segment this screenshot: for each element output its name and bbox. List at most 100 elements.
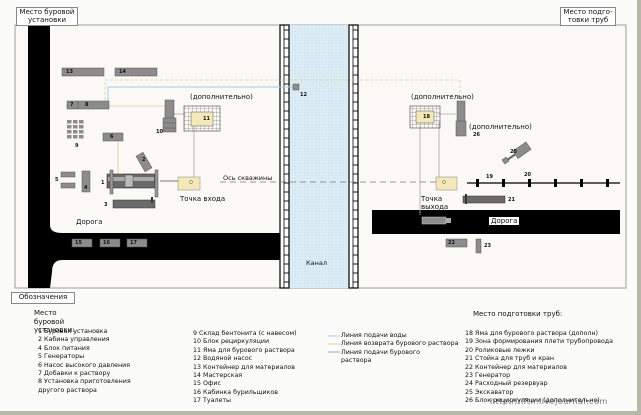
legend-line-label: Линия подачи бурового раствора <box>341 348 421 365</box>
legend-item: 16 Кабинка бурильщиков <box>193 388 278 396</box>
equip-26 <box>455 100 467 137</box>
road-left-vertical <box>28 25 280 288</box>
equip-13 <box>61 67 105 77</box>
optional-right-top-label: (дополнительно) <box>411 93 474 101</box>
equip-17 <box>126 238 148 248</box>
equip-3 <box>112 197 156 209</box>
legend-item: 18 Яма для бурового раствора (дополн) <box>465 330 598 337</box>
watermark: http://nftn.livejournal.com <box>490 397 608 406</box>
exit-point-label: Точка выхода <box>421 195 449 212</box>
exit-point-pit <box>435 176 458 191</box>
num-13: 13 <box>66 69 73 75</box>
equip-24-tank <box>421 216 451 225</box>
legend-item: 10 Блок рециркуляции <box>193 338 270 346</box>
num-21: 21 <box>508 197 515 203</box>
optional-right-side-label: (дополнительно) <box>469 123 532 131</box>
equip-15 <box>71 238 93 248</box>
drill-site-tab: Место буровой установки <box>16 7 78 27</box>
equip-22 <box>445 238 468 248</box>
num-11: 11 <box>203 116 210 122</box>
num-16: 16 <box>103 240 110 246</box>
bentonite-bag <box>67 120 72 124</box>
equip-21 <box>462 194 506 204</box>
num-12: 12 <box>300 92 307 98</box>
legend-tab: Обозначения <box>11 292 75 304</box>
pipe-site-tab: Место подго-товки труб <box>560 7 616 27</box>
equip-23 <box>475 238 482 254</box>
legend-item: 14 Мастерская <box>193 372 243 380</box>
legend-item: 8 Установка приготовления <box>38 378 131 386</box>
canal <box>289 25 349 288</box>
num-6: 6 <box>110 134 114 140</box>
bentonite-bag <box>73 120 78 124</box>
legend-item: 13 Контейнер для материалов <box>193 363 295 371</box>
bentonite-bag <box>67 125 72 129</box>
legend-drill-site-title: Место буровой установки: <box>34 309 75 334</box>
return-line <box>104 79 461 100</box>
legend-item: 21 Стойка для труб и кран <box>465 355 555 363</box>
num-7: 7 <box>70 102 74 108</box>
equip-5a <box>60 171 76 178</box>
equip-11-pit <box>183 105 221 132</box>
legend-item: 9 Склад бентонита (с навесом) <box>193 330 297 337</box>
legend-item: 23 Генератор <box>465 372 511 380</box>
num-17: 17 <box>130 240 137 246</box>
water-line <box>107 86 296 106</box>
legend-drill-items-col2: 9 Склад бентонита (с навесом)10 Блок рец… <box>193 330 297 406</box>
legend-item: 20 Роликовые лежки <box>465 346 535 354</box>
equip-20-rollers <box>467 179 620 187</box>
legend-item: 2 Кабина управления <box>38 336 110 344</box>
legend-line-label: Линия возврата бурового раствора <box>341 340 459 348</box>
equip-12-pump <box>292 83 300 91</box>
num-23: 23 <box>484 243 491 249</box>
num-5: 5 <box>55 177 59 183</box>
num-15: 15 <box>75 240 82 246</box>
equip-18-pit <box>409 105 441 129</box>
equip-1-drill-rig <box>106 169 159 198</box>
equip-5b <box>60 182 76 189</box>
legend-item: 11 Яма для бурового раствора <box>193 346 295 354</box>
roller-support <box>528 179 531 187</box>
legend-item: 24 Расходный резервуар <box>465 380 548 388</box>
legend-item: 5 Генераторы <box>38 353 85 361</box>
well-axis-label: Ось скважины <box>223 174 273 182</box>
canal-label: Канал <box>306 259 327 267</box>
legend-item: 4 Блок питания <box>38 344 90 352</box>
legend-item: 25 Экскаватор <box>465 388 514 396</box>
num-9: 9 <box>75 143 79 149</box>
legend-item: 17 Туалеты <box>193 397 231 405</box>
equip-9-bentonite <box>67 120 84 139</box>
roller-support <box>476 179 479 187</box>
bentonite-bag <box>73 125 78 129</box>
num-19: 19 <box>486 174 493 180</box>
num-2: 2 <box>142 157 146 163</box>
num-1: 1 <box>101 180 105 186</box>
road-left-label: Дорога <box>74 218 105 227</box>
num-26: 26 <box>473 132 480 138</box>
bentonite-bag <box>67 135 72 139</box>
optional-left-label: (дополнительно) <box>190 93 253 101</box>
legend-item: другого раствора <box>38 386 97 394</box>
legend-item: 1 Буровая установка <box>38 328 108 335</box>
bentonite-bag <box>67 130 72 134</box>
road-right-label: Дорога <box>489 217 520 226</box>
legend-item: 7 Добавки к раствору <box>38 370 111 378</box>
canal-bank-right <box>348 24 359 289</box>
equip-25-excavator <box>501 141 532 165</box>
equip-4 <box>81 170 91 193</box>
equip-7-8 <box>66 100 110 110</box>
equip-14 <box>114 67 158 77</box>
roller-support <box>554 179 557 187</box>
canal-bank-left <box>279 24 290 289</box>
equip-2 <box>135 151 153 173</box>
num-20: 20 <box>524 172 531 178</box>
legend-item: 6 Насос высокого давления <box>38 361 131 369</box>
bentonite-bag <box>79 130 84 134</box>
entry-point-pit <box>177 176 201 191</box>
roller-support <box>580 179 583 187</box>
equip-10 <box>162 99 177 133</box>
bentonite-bag <box>79 125 84 129</box>
bentonite-bag <box>73 130 78 134</box>
